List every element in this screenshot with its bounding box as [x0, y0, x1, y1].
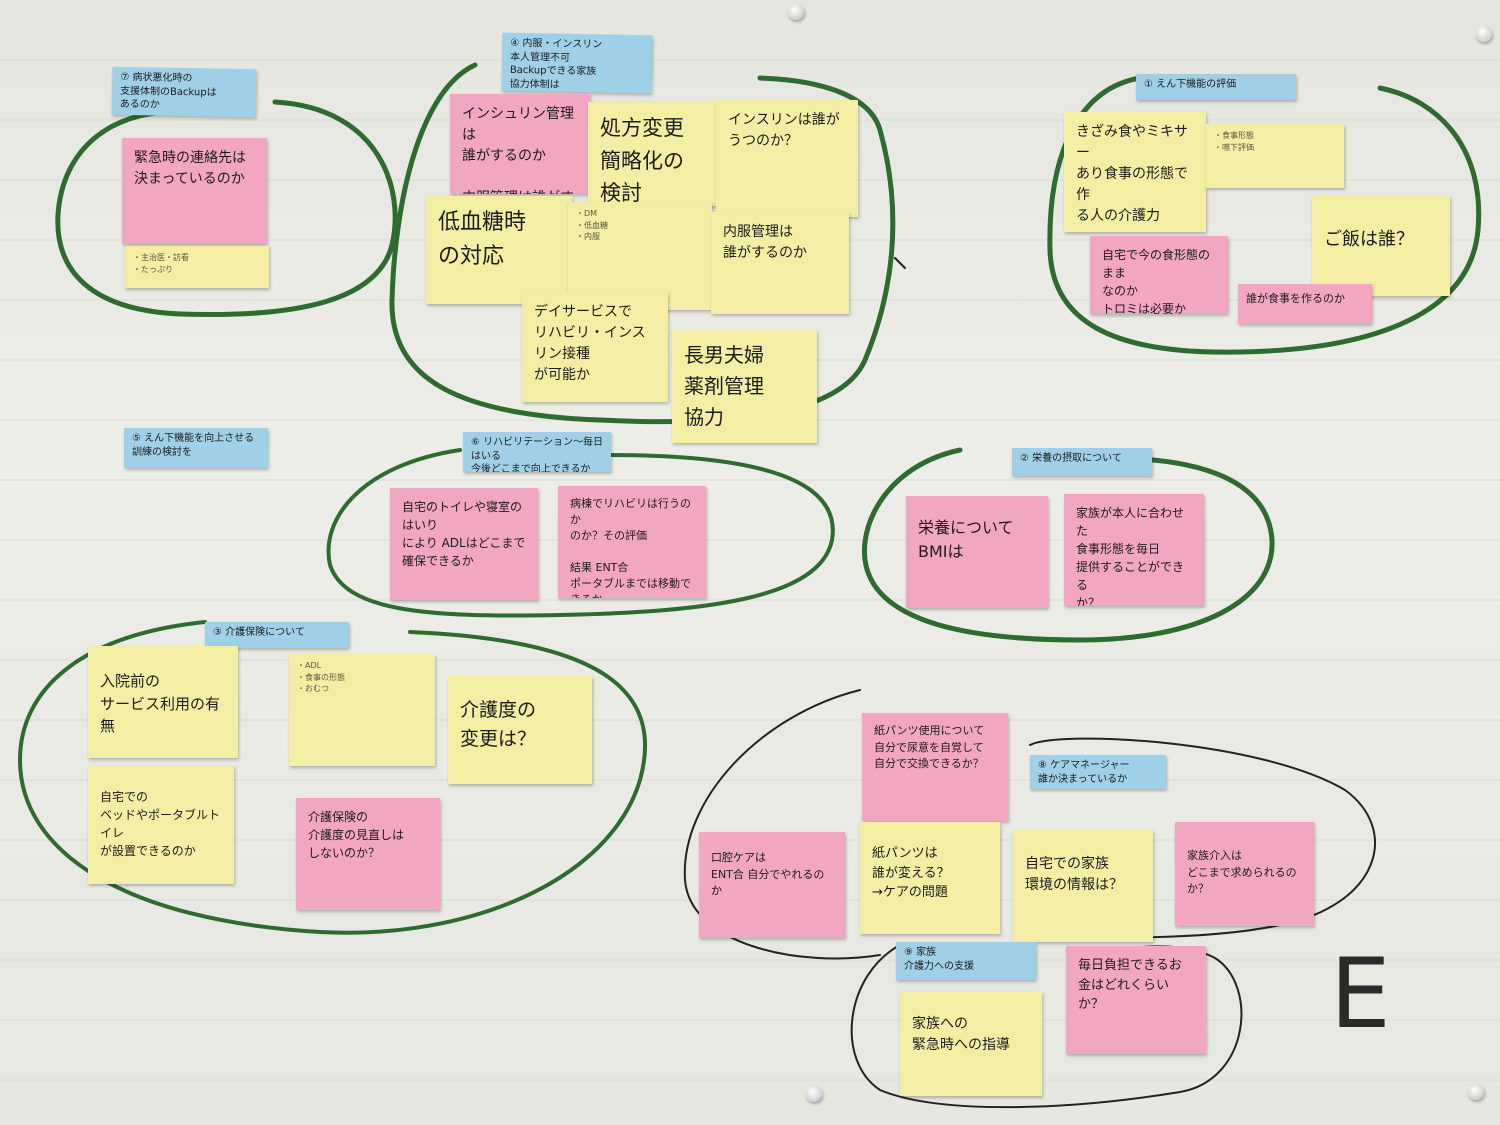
sticky-note-heading: ⑤ えん下機能を向上させる 訓練の検討を — [124, 428, 268, 468]
circle-emergency — [55, 99, 398, 317]
sticky-note: 介護保険の 介護度の見直しは しないのか？ — [296, 798, 440, 910]
sticky-note-heading: ② 栄養の摂取について — [1012, 448, 1152, 476]
sticky-note: 自宅での ベッドやポータブルトイレ が設置できるのか — [88, 766, 234, 884]
sticky-note: 誰が食事を作るのか — [1238, 284, 1372, 324]
sticky-note: 家族が本人に合わせた 食事形態を毎日 提供することができる か？ — [1064, 494, 1204, 606]
sticky-note-heading: ③ 介護保険について — [205, 622, 349, 648]
pushpin — [806, 1086, 822, 1102]
sticky-note: 家族介入は どこまで求められるのか？ — [1175, 822, 1314, 926]
sticky-note: ご飯は誰？ — [1312, 196, 1450, 296]
sticky-note: 処方変更 簡略化の 検討 — [588, 102, 718, 206]
sticky-note: 長男夫婦 薬剤管理 協力 — [672, 330, 817, 443]
sticky-note: 自宅での家族 環境の情報は？ — [1013, 830, 1153, 942]
sticky-note-heading: ⑦ 病状悪化時の 支援体制のBackupは あるのか — [111, 66, 257, 118]
sticky-note: デイサービスで リハビリ・インスリン接種 が可能か — [522, 292, 668, 402]
group-letter: E — [1330, 938, 1391, 1050]
sticky-note-heading: ④ 内服・インスリン 本人管理不可 Backupできる家族 協力体制は — [501, 32, 653, 94]
sticky-note: 緊急時の連絡先は 決まっているのか — [122, 138, 267, 244]
sticky-note-heading: ⑥ リハビリテーション～毎日はいる 今後どこまで向上できるか — [463, 432, 611, 472]
circle-care-insurance — [17, 620, 648, 935]
sticky-note: 紙パンツは 誰が変える？ →ケアの問題 — [860, 822, 1000, 934]
circle-family — [850, 944, 1243, 1109]
sticky-note: 病棟でリハビリは行うのか のか？その評価 結果 ENT合 ポータブルまでは移動で… — [558, 486, 706, 598]
sticky-note: 自宅で今の食形態のまま なのか トロミは必要か — [1090, 236, 1228, 314]
sticky-note: 低血糖時 の対応 — [426, 196, 572, 304]
sticky-note: インスリンは誰が うつのか？ — [716, 100, 858, 217]
sticky-note: 内服管理は 誰がするのか — [711, 212, 849, 314]
sticky-note: 家族への 緊急時への指導 — [900, 992, 1042, 1096]
pushpin — [1468, 1084, 1484, 1100]
sticky-note: 紙パンツ使用について 自分で尿意を自覚して 自分で交換できるか？ — [862, 713, 1008, 821]
sticky-note: 口腔ケアは ENT合 自分でやれるのか — [699, 832, 845, 938]
sticky-note: 栄養について BMIは — [906, 496, 1048, 608]
circle-nutrition — [861, 447, 1275, 643]
circle-home-care — [683, 689, 1376, 960]
arrow-stroke — [894, 257, 906, 269]
sticky-note: ・食事形態 ・嚥下評価 — [1206, 124, 1344, 188]
sticky-note-heading: ⑨ 家族 介護力への支援 — [896, 942, 1036, 980]
pushpin — [1476, 26, 1492, 42]
circle-swallow — [1047, 75, 1482, 355]
sticky-note: きざみ食やミキサー あり食事の形態で作 る人の介護力 — [1064, 112, 1206, 232]
sticky-note-heading: ⑧ ケアマネージャー 誰か決まっているか — [1030, 755, 1166, 789]
sticky-note: 自宅のトイレや寝室のはいり により ADLはどこまで 確保できるか — [390, 488, 538, 600]
sticky-note: 毎日負担できるお 金はどれくらいか？ — [1066, 946, 1206, 1054]
circle-rehab — [326, 448, 835, 618]
sticky-note-heading: ① えん下機能の評価 — [1136, 74, 1296, 100]
sticky-note: 介護度の 変更は？ — [448, 676, 592, 784]
sticky-note: ・主治医・訪看 ・たっぷり — [125, 246, 269, 288]
sticky-note: 入院前の サービス利用の有無 — [88, 646, 238, 758]
sticky-note: ・ADL ・食事の形態 ・おむつ — [289, 654, 435, 766]
pushpin — [788, 4, 804, 20]
